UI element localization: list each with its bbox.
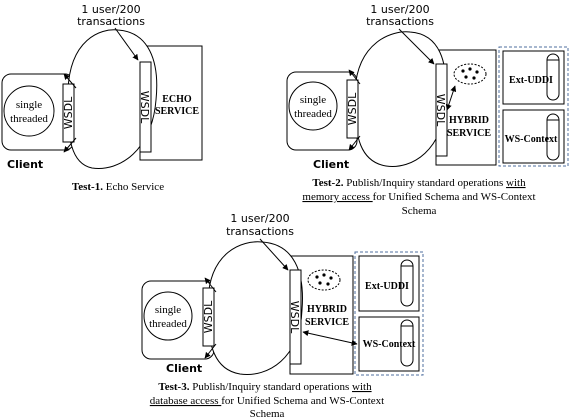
test1-load-arrow [114,27,139,61]
test3-diagram: 1 user/200 transactions single threaded … [141,212,424,418]
test2-client-arrow-top [348,69,361,85]
test2-client-wsdl: WSDL [346,92,359,125]
test1-load-line1: 1 user/200 [81,3,140,16]
test3-caption-line1-pre: Publish/Inquiry standard operations [189,381,352,393]
test2-client-line1: single [300,94,326,106]
test2-caption-line2-post: for Unified Schema and WS-Context [373,191,536,203]
test3-client-arrow-bottom [204,343,217,359]
test2-service-line2: SERVICE [447,128,491,139]
test3-client-wsdl-box [202,287,215,347]
test2-storage-group [498,46,569,167]
test1-caption: Test-1. Echo Service [72,181,164,193]
test3-service-line1: HYBRID [307,304,347,315]
test3-service-line2: SERVICE [305,317,349,328]
test1-client-arrow-bottom [63,137,77,153]
test2-store1-db-icon [546,53,560,101]
test2-service-wsdl: WSDL [434,94,447,127]
test3-caption-line3: Schema [250,408,285,418]
test2-caption-line1-pre: Publish/Inquiry standard operations [343,177,506,189]
test1-diagram: 1 user/200 transactions single threaded … [1,3,203,193]
test3-storage-group [354,251,424,376]
test2-client-line2: threaded [294,108,332,120]
test1-client-wsdl: WSDL [62,96,75,129]
test3-client-arrow-top [204,277,217,293]
test3-caption-line1-underline: with [352,381,372,393]
test3-caption-line1: Test-3. Publish/Inquiry standard operati… [158,381,372,393]
test1-client-label: Client [7,158,43,171]
test2-caption-line3: Schema [402,205,437,217]
test3-client-thread-circle [143,291,193,341]
test1-service-wsdl-box [139,61,152,153]
test3-client-label: Client [166,362,202,375]
test3-service-arrow [302,330,358,346]
test3-client-wsdl: WSDL [202,300,215,333]
test2-network-cloud [354,31,447,167]
test1-client-arrow-top [63,73,77,89]
test2-store2-label: WS-Context [505,134,558,145]
test3-caption-line2-post: for Unified Schema and WS-Context [221,395,384,407]
test2-caption-line2: memory access for Unified Schema and WS-… [302,191,535,203]
test1-client-line1: single [16,99,42,111]
test1-load-line2: transactions [77,15,145,28]
test2-service-line1: HYBRID [449,115,489,126]
test2-service-arrow [445,85,457,111]
test3-service-cloud-icon [307,269,341,291]
test2-client-arrow-bottom [348,135,361,151]
test3-network-cloud [207,241,303,375]
test3-store2-db-icon [400,319,414,367]
test2-store2-db-icon [546,113,560,161]
test2-load-line2: transactions [366,15,434,28]
test3-caption-line2: database access for Unified Schema and W… [150,395,384,407]
test1-service-line2: SERVICE [155,106,199,117]
test3-caption-bold: Test-3. [158,381,189,393]
test1-service-line1: ECHO [162,94,192,105]
test2-store1-label: Ext-UDDI [509,75,553,86]
test1-service-wsdl: WSDL [138,91,151,124]
test1-network-cloud [67,29,158,169]
test1-client-thread-circle [3,85,55,137]
test3-load-arrow [259,238,289,271]
test2-caption-line1: Test-2. Publish/Inquiry standard operati… [312,177,526,189]
test1-client-wsdl-box [62,83,75,143]
test2-caption-line1-underline: with [506,177,526,189]
test3-load-line2: transactions [226,225,294,238]
test2-load-arrow [398,28,435,65]
test3-client-line2: threaded [149,318,187,330]
test3-service-wsdl-box [289,269,302,365]
test2-client-label: Client [313,158,349,171]
test2-load-line1: 1 user/200 [370,3,429,16]
test3-caption-line2-underline: database access [150,395,221,407]
test2-service-cloud-icon [453,63,487,85]
test2-diagram: 1 user/200 transactions single threaded … [286,3,569,217]
test2-client-thread-circle [288,81,338,131]
test3-client-line1: single [155,304,181,316]
test1-caption-bold: Test-1. [72,181,103,193]
test1-client-line2: threaded [10,113,48,125]
test1-caption-text: Echo Service [103,181,164,193]
test3-store1-label: Ext-UDDI [365,281,409,292]
test2-caption-line2-underline: memory access [302,191,372,203]
test3-load-line1: 1 user/200 [230,212,289,225]
test3-store2-label: WS-Context [363,339,416,350]
test3-service-wsdl: WSDL [288,301,301,334]
test2-caption-bold: Test-2. [312,177,343,189]
test2-client-wsdl-box [346,79,359,139]
test3-store1-db-icon [400,259,414,307]
